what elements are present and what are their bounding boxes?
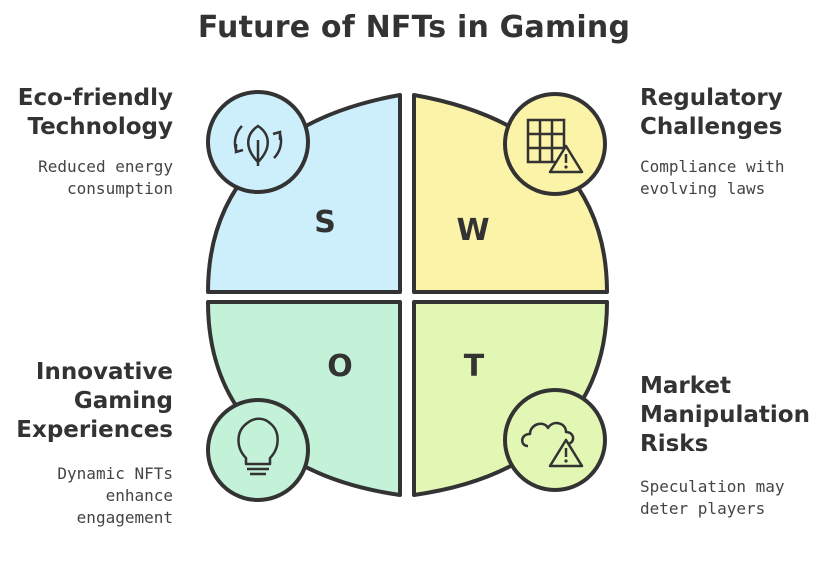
heading-opportunity: Innovative Gaming Experiences bbox=[16, 359, 173, 443]
cloud-warning-icon bbox=[503, 388, 607, 492]
letter-s: S bbox=[314, 205, 336, 240]
heading-threat: Market Manipulation Risks bbox=[640, 373, 810, 457]
desc-strength: Reduced energy consumption bbox=[38, 157, 173, 198]
desc-threat: Speculation may deter players bbox=[640, 477, 785, 518]
desc-opportunity: Dynamic NFTs enhance engagement bbox=[57, 464, 173, 527]
letter-o: O bbox=[327, 349, 353, 384]
grid-warning-icon bbox=[503, 92, 607, 196]
recycle-leaf-icon bbox=[206, 90, 310, 194]
heading-weakness: Regulatory Challenges bbox=[640, 85, 783, 140]
letter-w: W bbox=[456, 213, 489, 248]
heading-strength: Eco-friendly Technology bbox=[17, 85, 173, 140]
diagram-title: Future of NFTs in Gaming bbox=[197, 10, 631, 45]
desc-weakness: Compliance with evolving laws bbox=[640, 157, 785, 198]
letter-t: T bbox=[464, 349, 485, 384]
lightbulb-icon bbox=[206, 398, 310, 502]
